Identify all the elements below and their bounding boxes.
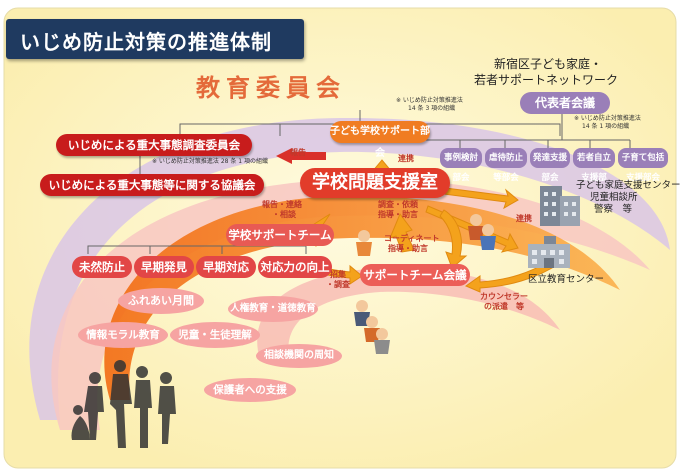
item-capacity-improvement: 対応力の向上 [258, 256, 332, 278]
subcommittee-childcare-support: 子育て包括支援部会 [618, 148, 668, 183]
child-school-support-bureau: 子ども学校サポート部会 [330, 121, 430, 159]
activity-information-morals: 情報モラル教育 [78, 322, 168, 348]
subcommittee-abuse-prevention: 虐待防止等部会 [485, 148, 527, 183]
serious-case-council: いじめによる重大事態等に関する協議会 [40, 174, 264, 196]
page-title: いじめ防止対策の推進体制 [20, 30, 272, 54]
bureau-note-line1: ※ いじめ防止対策推進法 [396, 97, 463, 104]
committee-note: ※ いじめ防止対策推進法 28 条 1 項の組織 [152, 158, 269, 165]
children-silhouette [71, 360, 176, 448]
convene-line2: ・調査 [326, 280, 350, 289]
report-arrow [276, 148, 326, 164]
edu-center-label: 区立教育センター [528, 274, 605, 285]
liaison2-label: 連携 [516, 214, 532, 223]
report-liaison-line1: 報告・連絡 [262, 200, 302, 209]
network-title-line2: 若者サポートネットワーク [474, 73, 619, 87]
board-of-education-label: 教育委員会 [196, 74, 346, 102]
serious-case-investigation-committee: いじめによる重大事態調査委員会 [56, 134, 252, 156]
coordinate-line2: 指導・助言 [388, 244, 428, 253]
agency-line2: 児童相談所 [590, 192, 638, 203]
item-early-detection: 早期発見 [134, 256, 194, 278]
network-title-line1: 新宿区子ども家庭・ [494, 57, 603, 71]
school-problem-support-office: 学校問題支援室 [300, 168, 450, 198]
counselor-line1: カウンセラー [480, 292, 528, 301]
school-support-team: 学校サポートチーム [226, 224, 334, 246]
title-banner: いじめ防止対策の推進体制 [6, 19, 304, 59]
coordinate-line1: コーディネート [384, 234, 440, 243]
investigate-line1: 調査・依頼 [378, 200, 418, 209]
network-note-line2: 14 条 1 項の組織 [582, 123, 630, 130]
representative-council: 代表者会議 [520, 92, 610, 114]
subcommittee-youth-independence: 若者自立支援部 [573, 148, 615, 183]
lower-ring [257, 268, 560, 360]
activity-human-rights-education: 人権教育・道徳教育 [228, 296, 318, 322]
report-liaison-line2: ・相談 [272, 210, 296, 219]
activity-consultation-awareness: 相談機関の周知 [256, 344, 342, 368]
support-team-meeting: サポートチーム会議 [360, 264, 470, 286]
convene-line1: 招集 [330, 270, 346, 279]
item-prevention: 未然防止 [72, 256, 132, 278]
item-early-response: 早期対応 [196, 256, 256, 278]
investigate-line2: 指導・助言 [378, 210, 418, 219]
education-center-building-icon [528, 236, 570, 268]
agency-building-icon [540, 186, 580, 226]
counselor-line2: の派遣 等 [484, 302, 524, 311]
activity-parent-support: 保護者への支援 [204, 378, 296, 402]
agency-line1: 子ども家庭支援センター [576, 180, 680, 191]
network-note-line1: ※ いじめ防止対策推進法 [574, 115, 641, 122]
activity-student-understanding: 児童・生徒理解 [170, 322, 260, 348]
agency-line3: 警察 等 [594, 204, 633, 215]
bureau-note-line2: 14 条 3 項の組織 [408, 105, 456, 112]
liaison-label: 連携 [398, 154, 414, 163]
report-label: 報告 [290, 148, 306, 157]
subcommittee-case-review: 事例検討部会 [440, 148, 482, 183]
subcommittee-development-support: 発達支援部会 [530, 148, 570, 183]
people-icons [354, 214, 496, 354]
activity-fureai-month: ふれあい月間 [118, 288, 204, 314]
